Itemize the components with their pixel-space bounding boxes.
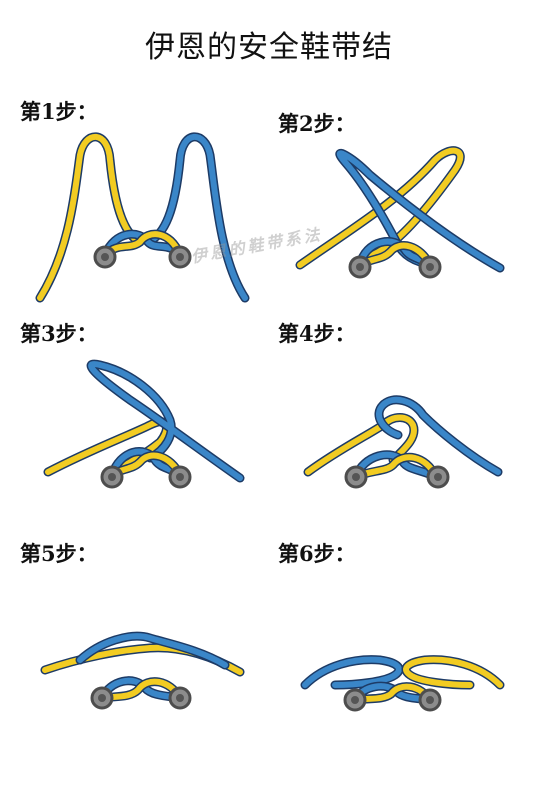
yellow-lace — [35, 132, 145, 303]
crossed-laces — [100, 229, 185, 260]
eyelet-left — [93, 245, 117, 269]
step-3-illustration — [43, 359, 245, 489]
step-3-label: 第3步： — [20, 321, 98, 346]
step-5-label: 第5步： — [20, 541, 98, 566]
step-5-illustration — [40, 631, 245, 710]
step-4-label: 第4步： — [278, 321, 356, 346]
step-1-label: 第1步： — [20, 99, 98, 124]
step-2-label: 第2步： — [278, 111, 356, 136]
blue-lace — [143, 132, 250, 303]
step-6-illustration — [300, 655, 505, 712]
step-2-illustration — [295, 146, 505, 279]
eyelet-right — [168, 245, 192, 269]
page-title: 伊恩的安全鞋带结 — [145, 30, 393, 65]
step-1-illustration — [35, 132, 250, 303]
step-4-illustration — [303, 395, 503, 489]
step-6-label: 第6步： — [278, 541, 356, 566]
